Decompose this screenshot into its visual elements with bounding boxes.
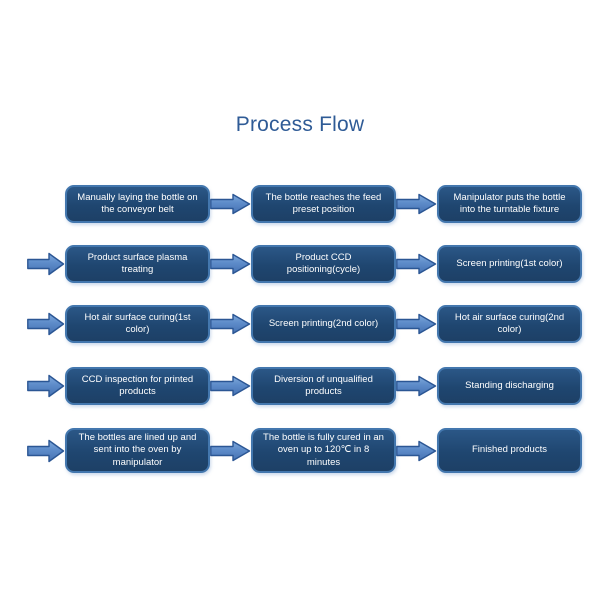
flow-row-2: Product surface plasma treating Product … [0, 245, 600, 283]
right-block-arrow-icon [396, 375, 437, 397]
right-block-arrow-icon [210, 375, 251, 397]
step-label: Diversion of unqualified products [274, 373, 373, 397]
right-block-arrow-icon [210, 440, 251, 461]
connector-zone [396, 185, 437, 223]
step-label: Product CCD positioning(cycle) [286, 251, 361, 275]
entry-zone [0, 428, 65, 473]
connector-zone [396, 245, 437, 283]
step-label: Manually laying the bottle on the convey… [77, 191, 198, 215]
right-block-arrow-icon [396, 193, 437, 215]
step-box: Product surface plasma treating [65, 245, 210, 283]
step-label: Standing discharging [465, 379, 554, 391]
step-label: Screen printing(2nd color) [268, 317, 379, 329]
entry-zone [0, 185, 65, 223]
step-label: CCD inspection for printed products [81, 373, 194, 397]
step-box: Diversion of unqualified products [251, 367, 396, 405]
entry-zone [0, 305, 65, 343]
step-box: Hot air surface curing(2nd color) [437, 305, 582, 343]
step-box: Screen printing(1st color) [437, 245, 582, 283]
step-box: Product CCD positioning(cycle) [251, 245, 396, 283]
page-title: Process Flow [235, 113, 365, 136]
connector-zone [396, 367, 437, 405]
connector-zone [210, 428, 251, 473]
right-block-arrow-icon [27, 252, 65, 276]
entry-zone [0, 367, 65, 405]
step-label: The bottles are lined up and sent into t… [78, 431, 197, 468]
step-box: The bottles are lined up and sent into t… [65, 428, 210, 473]
connector-zone [210, 185, 251, 223]
step-label: The bottle reaches the feed preset posit… [265, 191, 382, 215]
step-box: CCD inspection for printed products [65, 367, 210, 405]
right-block-arrow-icon [396, 440, 437, 461]
flow-row-1: Manually laying the bottle on the convey… [0, 185, 600, 223]
connector-zone [210, 305, 251, 343]
step-box: Standing discharging [437, 367, 582, 405]
entry-zone [0, 245, 65, 283]
step-label: Hot air surface curing(1st color) [84, 311, 191, 335]
connector-zone [396, 428, 437, 473]
right-block-arrow-icon [210, 253, 251, 275]
step-box: Finished products [437, 428, 582, 473]
connector-zone [210, 367, 251, 405]
flow-row-3: Hot air surface curing(1st color) Screen… [0, 305, 600, 343]
right-block-arrow-icon [396, 313, 437, 335]
right-block-arrow-icon [210, 313, 251, 335]
step-label: Manipulator puts the bottle into the tur… [453, 191, 566, 215]
step-label: Product surface plasma treating [87, 251, 188, 275]
step-box: Manually laying the bottle on the convey… [65, 185, 210, 223]
step-box: Manipulator puts the bottle into the tur… [437, 185, 582, 223]
step-label: Hot air surface curing(2nd color) [454, 311, 565, 335]
right-block-arrow-icon [27, 374, 65, 398]
step-box: The bottle reaches the feed preset posit… [251, 185, 396, 223]
step-box: The bottle is fully cured in an oven up … [251, 428, 396, 473]
connector-zone [210, 245, 251, 283]
right-block-arrow-icon [27, 439, 65, 462]
right-block-arrow-icon [27, 312, 65, 336]
flow-row-4: CCD inspection for printed products Dive… [0, 367, 600, 405]
right-block-arrow-icon [396, 253, 437, 275]
connector-zone [396, 305, 437, 343]
step-label: The bottle is fully cured in an oven up … [263, 431, 384, 468]
flow-row-5: The bottles are lined up and sent into t… [0, 428, 600, 473]
step-label: Finished products [472, 444, 547, 456]
right-block-arrow-icon [210, 193, 251, 215]
step-box: Hot air surface curing(1st color) [65, 305, 210, 343]
step-box: Screen printing(2nd color) [251, 305, 396, 343]
step-label: Screen printing(1st color) [456, 257, 563, 269]
